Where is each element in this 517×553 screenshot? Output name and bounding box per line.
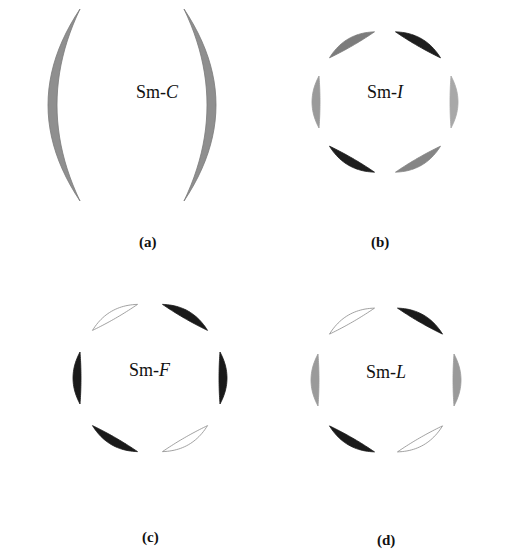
diffraction-arc bbox=[453, 354, 461, 406]
diffraction-arc bbox=[311, 354, 319, 406]
diffraction-arc bbox=[397, 426, 442, 452]
phase-label: Sm-F bbox=[129, 361, 170, 379]
phase-label: Sm-L bbox=[366, 363, 406, 381]
phase-label: Sm-C bbox=[136, 83, 178, 101]
panel-letter: (d) bbox=[377, 533, 395, 548]
diffraction-arc bbox=[48, 9, 80, 201]
diffraction-arc bbox=[329, 426, 374, 452]
diffraction-arc bbox=[312, 76, 320, 128]
diffraction-arc bbox=[329, 308, 374, 334]
phase-label: Sm-I bbox=[367, 83, 403, 101]
diffraction-arc bbox=[73, 352, 81, 404]
diffraction-arc bbox=[162, 304, 207, 330]
panel-letter: (a) bbox=[139, 235, 157, 250]
panel-letter: (c) bbox=[142, 530, 159, 545]
diffraction-arc bbox=[395, 146, 440, 172]
diffraction-arc bbox=[450, 76, 458, 128]
diffraction-arc bbox=[395, 32, 440, 58]
diffraction-arc bbox=[329, 32, 374, 58]
panel-letter: (b) bbox=[371, 235, 389, 250]
diffraction-arc bbox=[162, 426, 207, 452]
diffraction-arc bbox=[184, 9, 216, 201]
diffraction-arc bbox=[92, 426, 137, 452]
diffraction-arc bbox=[397, 308, 442, 334]
diffraction-arc bbox=[329, 146, 374, 172]
diffraction-arc bbox=[92, 304, 137, 330]
diffraction-arc bbox=[219, 352, 227, 404]
